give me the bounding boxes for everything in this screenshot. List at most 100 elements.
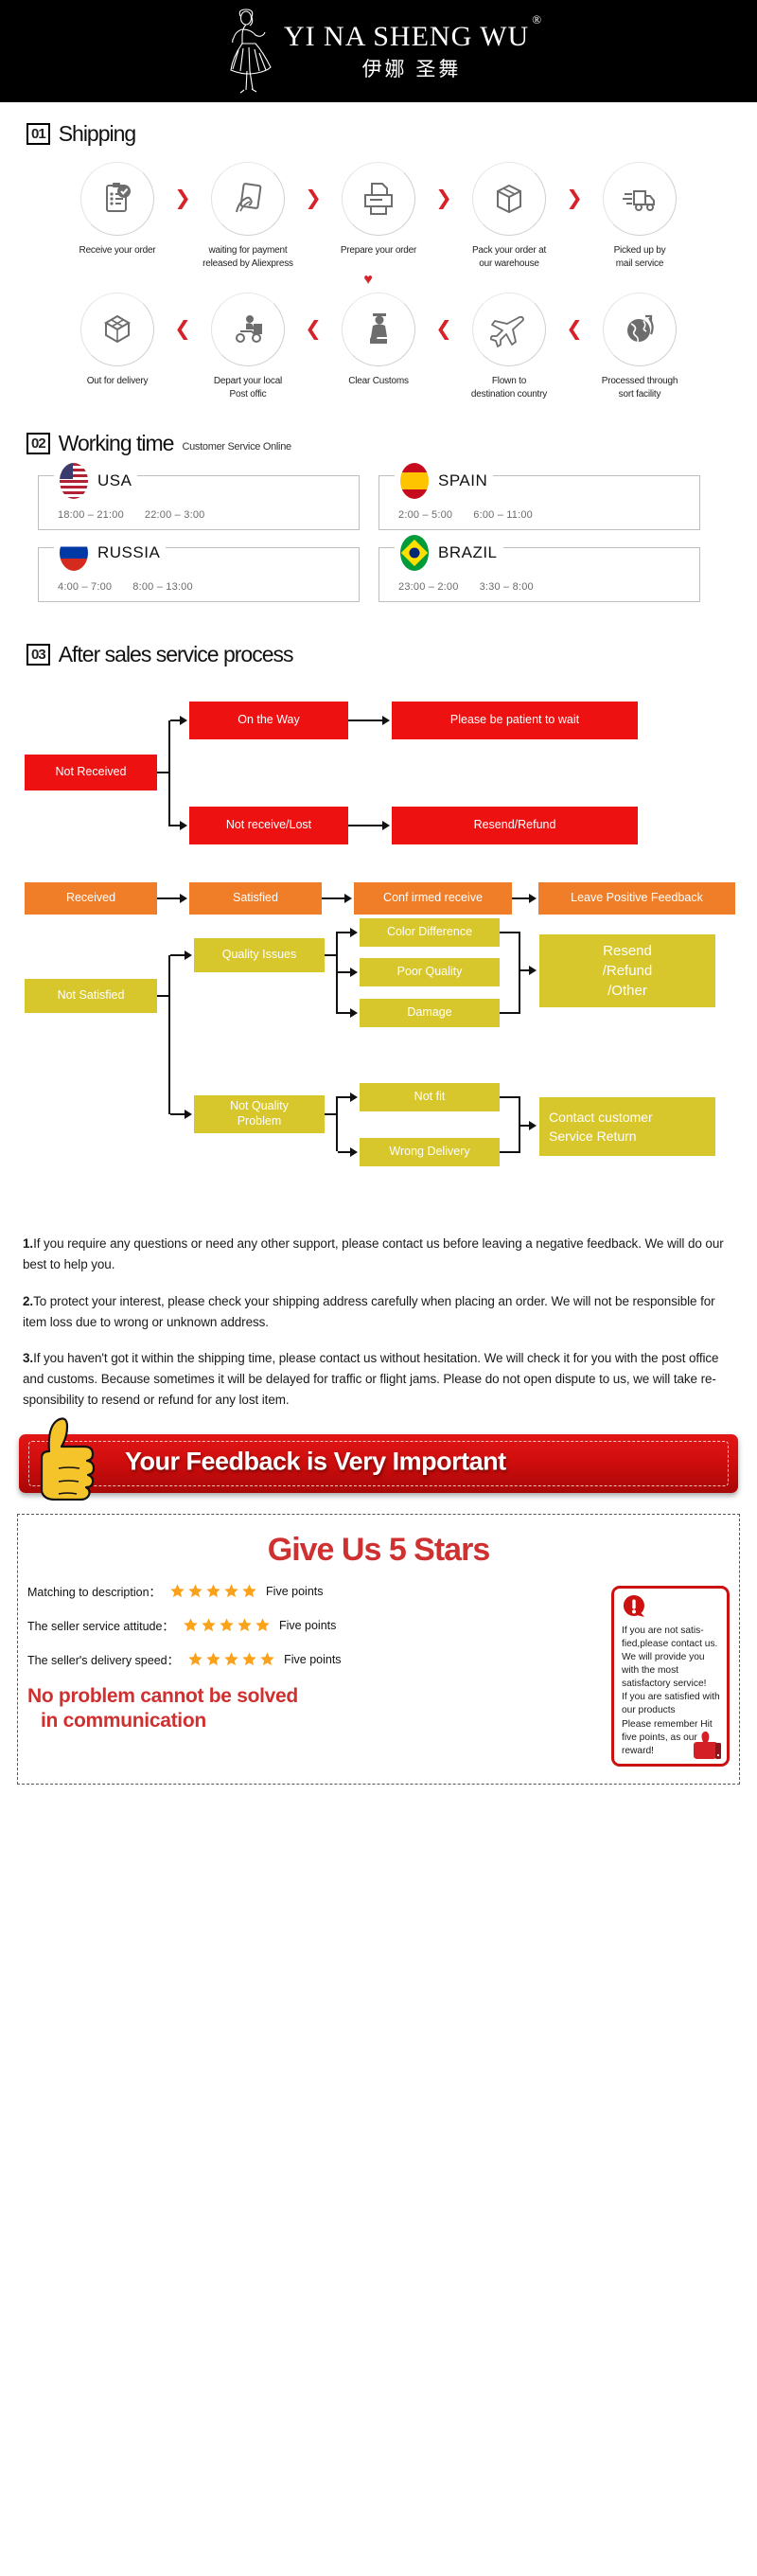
box-package-icon <box>497 184 521 214</box>
star-icon <box>220 1618 234 1632</box>
working-time-card-russia: RUSSIA 4:00 – 7:00 8:00 – 13:00 <box>38 535 360 602</box>
chevron-left-icon: ❮ <box>435 317 452 340</box>
shipping-step-receive-order: Receive your order <box>62 162 173 258</box>
flow-connector <box>338 971 351 973</box>
printer-icon <box>364 183 393 215</box>
shipping-step-processed-sort-facility: Processed through sort facility <box>584 293 695 400</box>
section-subtitle-customer-service: Customer Service Online <box>182 441 291 453</box>
chevron-right-icon: ❯ <box>174 187 191 209</box>
flow-arrow <box>350 968 358 977</box>
rating-label: The seller's delivery speed： <box>27 1654 180 1668</box>
scooter-courier-icon <box>236 315 262 343</box>
step-circle <box>342 162 415 236</box>
star-icon <box>206 1584 220 1598</box>
country-name: USA <box>97 471 132 489</box>
note-item: 3.If you haven't got it within the shipp… <box>23 1348 734 1411</box>
flow-connector <box>157 897 180 899</box>
flow-connector <box>325 1113 338 1115</box>
star-rating <box>183 1617 271 1633</box>
time-slot: 8:00 – 13:00 <box>132 581 193 593</box>
step-circle <box>80 293 154 366</box>
note-item: 2.To protect your interest, please check… <box>23 1291 734 1333</box>
flow-arrow <box>529 894 537 903</box>
airplane-icon <box>490 315 524 347</box>
star-icon <box>260 1652 274 1666</box>
time-slot: 4:00 – 7:00 <box>58 581 113 593</box>
note-number: 1. <box>23 1236 34 1251</box>
after-sales-section-heading: 03 After sales service process <box>0 644 757 666</box>
satisfaction-callout: If you are not satis-fied,please contact… <box>611 1586 730 1767</box>
product-detail-page: YI NA SHENG WU® 伊娜 圣舞 01 Shipping <box>0 0 757 1785</box>
star-icon <box>188 1584 202 1598</box>
star-icon <box>242 1584 256 1598</box>
star-icon <box>242 1652 256 1666</box>
flow-arrow <box>350 1093 358 1102</box>
spain-flag-icon <box>400 463 429 499</box>
note-text: If you haven't got it within the shippin… <box>23 1351 719 1408</box>
shipping-step-waiting-payment: waiting for payment released by Aliexpre… <box>192 162 304 270</box>
time-slot: 18:00 – 21:00 <box>58 509 124 521</box>
star-rating <box>169 1583 257 1599</box>
flow-arrow <box>350 1008 358 1018</box>
flow-box-poor-quality: Poor Quality <box>360 958 500 986</box>
star-icon <box>255 1618 270 1632</box>
flow-connector <box>170 825 181 826</box>
shipping-step-pack-order: Pack your order at our warehouse <box>453 162 565 270</box>
hand-card-icon <box>236 183 262 213</box>
step-caption: Processed through sort facility <box>601 376 678 400</box>
slogan-line-2: in communication <box>41 1709 206 1732</box>
time-slot: 2:00 – 5:00 <box>398 509 453 521</box>
flow-connector <box>338 1012 351 1014</box>
note-item: 1.If you require any questions or need a… <box>23 1234 734 1275</box>
rating-points: Five points <box>266 1584 324 1598</box>
step-caption: Picked up by mail service <box>613 245 666 269</box>
rating-row-service-attitude: The seller service attitude： Five points <box>27 1616 606 1634</box>
section-title-working-time: Working time <box>58 431 175 455</box>
flow-arrow <box>180 716 187 725</box>
flow-box-leave-positive-feedback: Leave Positive Feedback <box>538 882 735 915</box>
star-icon <box>224 1584 238 1598</box>
note-number: 3. <box>23 1351 34 1366</box>
step-caption: Receive your order <box>79 245 156 256</box>
flow-connector <box>500 932 520 933</box>
customs-officer-icon <box>370 313 387 344</box>
chevron-right-icon: ❯ <box>566 187 583 209</box>
flow-connector <box>157 995 170 997</box>
feedback-banner-bar <box>19 1434 738 1494</box>
flow-box-resend-refund-other: Resend /Refund /Other <box>539 934 715 1007</box>
flow-box-confirmed-receive: Conf irmed receive <box>354 882 512 915</box>
flow-box-not-receive-lost: Not receive/Lost <box>189 807 348 844</box>
star-rating <box>187 1651 275 1667</box>
working-time-card-usa: USA 18:00 – 21:00 22:00 – 3:00 <box>38 463 360 530</box>
flow-box-not-satisfied: Not Satisfied <box>25 979 157 1013</box>
flow-arrow <box>529 1121 537 1130</box>
step-caption: Out for delivery <box>86 376 149 386</box>
working-time-section-heading: 02 Working time Customer Service Online <box>0 433 757 454</box>
shipping-step-out-for-delivery: Out for delivery <box>62 293 173 388</box>
time-slot: 3:30 – 8:00 <box>479 581 534 593</box>
note-text: To protect your interest, please check y… <box>23 1293 715 1329</box>
flow-connector <box>168 720 170 826</box>
rating-points: Five points <box>278 1618 337 1632</box>
flow-arrow <box>350 1147 358 1157</box>
slogan-line-1: No problem cannot be solved <box>27 1685 298 1708</box>
globe-arrow-icon <box>627 314 654 343</box>
flow-box-resend-refund: Resend/Refund <box>392 807 638 844</box>
flow-connector <box>519 969 530 971</box>
step-caption: Depart your local Post offic <box>213 376 283 400</box>
flow-box-on-the-way: On the Way <box>189 702 348 739</box>
shipping-section-heading: 01 Shipping <box>0 123 757 145</box>
flow-connector <box>325 954 338 956</box>
brazil-flag-icon <box>400 535 429 571</box>
give-us-5-stars-title: Give Us 5 Stars <box>267 1532 490 1569</box>
brand-name-chinese: 伊娜 圣舞 <box>361 59 462 80</box>
step-caption: waiting for payment released by Aliexpre… <box>202 245 293 269</box>
flow-box-not-received: Not Received <box>25 755 157 791</box>
section-title-after-sales: After sales service process <box>58 642 294 666</box>
flow-connector <box>519 932 520 1014</box>
chevron-left-icon: ❮ <box>566 317 583 340</box>
flow-arrow <box>350 928 358 937</box>
brand-header: YI NA SHENG WU® 伊娜 圣舞 <box>0 0 757 102</box>
flow-arrow <box>382 716 390 725</box>
flow-arrow <box>180 894 187 903</box>
